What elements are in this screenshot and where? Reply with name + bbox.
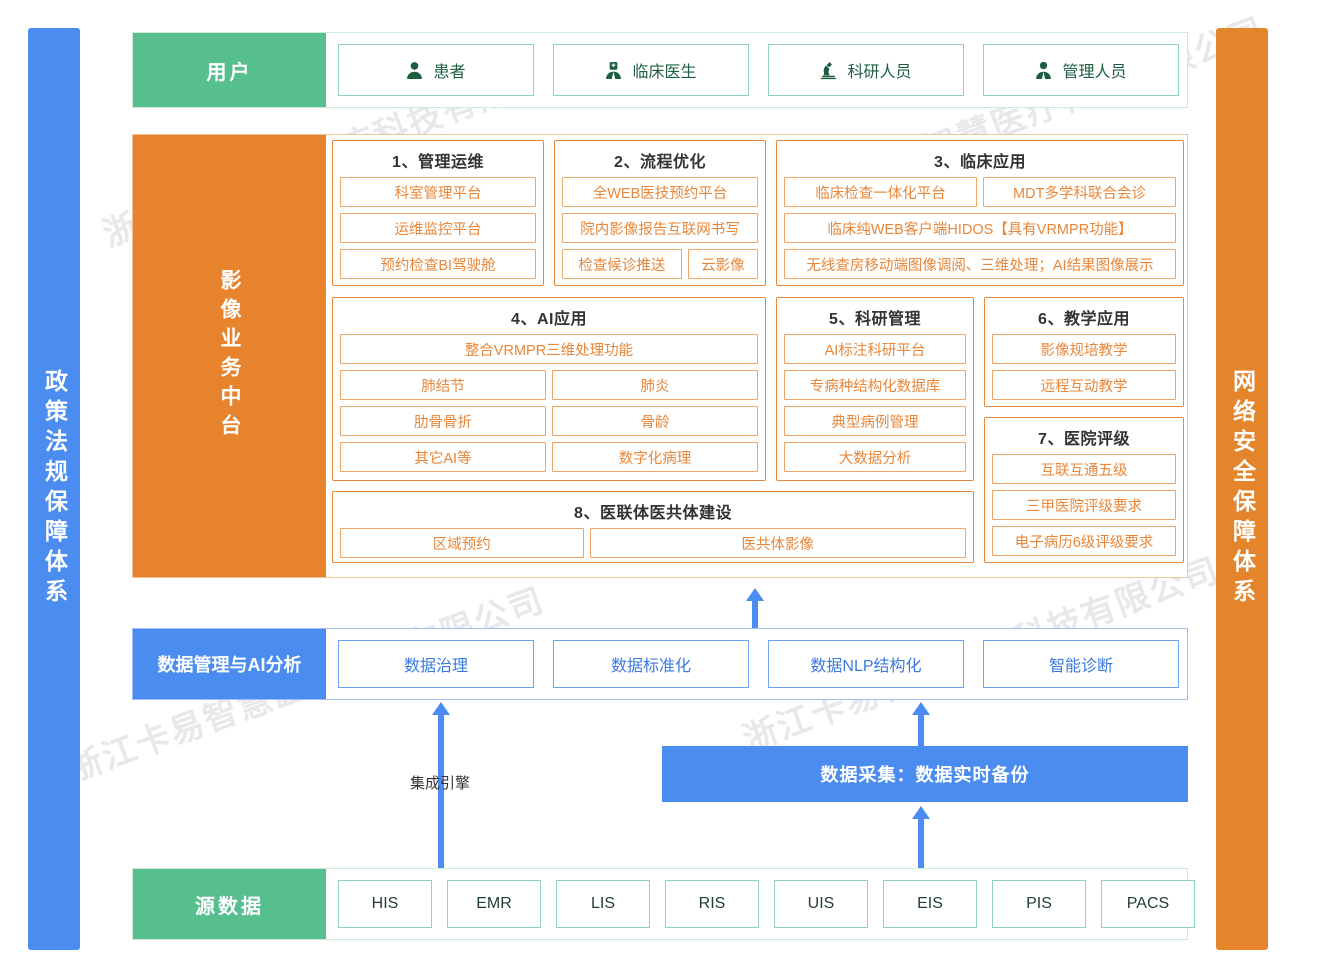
left-banner-policy: 政策法规保障体系 <box>28 28 80 950</box>
group-medical-alliance[interactable]: 8、医联体医共体建设 区域预约 医共体影像 <box>332 491 974 563</box>
user-card-label: 科研人员 <box>847 64 912 81</box>
group-item[interactable]: 骨龄 <box>552 406 758 436</box>
data-management-row: 数据管理与AI分析 数据治理 数据标准化 数据NLP结构化 智能诊断 <box>132 628 1188 700</box>
group-ai-application[interactable]: 4、AI应用 整合VRMPR三维处理功能 肺结节 肺炎 肋骨骨折 骨龄 其它AI… <box>332 297 766 481</box>
microscope-icon <box>821 61 837 79</box>
left-banner-label: 政策法规保障体系 <box>41 369 68 609</box>
group-item[interactable]: 云影像 <box>687 249 758 279</box>
imaging-platform-row: 影像业务中台 1、管理运维 科室管理平台 运维监控平台 预约检查BI驾驶舱 2、… <box>132 134 1188 578</box>
group-item[interactable]: 肺炎 <box>552 370 758 400</box>
platform-groups: 1、管理运维 科室管理平台 运维监控平台 预约检查BI驾驶舱 2、流程优化 全W… <box>332 140 1184 574</box>
group-item[interactable]: 肋骨骨折 <box>340 406 546 436</box>
data-card-nlp[interactable]: 数据NLP结构化 <box>768 640 964 688</box>
group-item[interactable]: 肺结节 <box>340 370 546 400</box>
data-management-label: 数据管理与AI分析 <box>133 629 326 699</box>
group-title: 2、流程优化 <box>614 154 706 171</box>
source-card-lis[interactable]: LIS <box>556 880 650 928</box>
integration-engine-label: 集成引擎 <box>409 775 470 792</box>
group-item[interactable]: 无线查房移动端图像调阅、三维处理；AI结果图像展示 <box>784 249 1176 279</box>
group-item[interactable]: 全WEB医技预约平台 <box>562 177 758 207</box>
data-collection-bar: 数据采集：数据实时备份 <box>662 746 1188 802</box>
group-item[interactable]: 临床检查一体化平台 <box>784 177 977 207</box>
group-clinical-application[interactable]: 3、临床应用 临床检查一体化平台 MDT多学科联合会诊 临床纯WEB客户端HID… <box>776 140 1184 286</box>
group-teaching-application[interactable]: 6、教学应用 影像规培教学 远程互动教学 <box>984 297 1184 407</box>
source-card-his[interactable]: HIS <box>338 880 432 928</box>
user-card-label: 管理人员 <box>1062 64 1127 81</box>
user-card-clinician[interactable]: 临床医生 <box>553 44 749 96</box>
group-process-optimization[interactable]: 2、流程优化 全WEB医技预约平台 院内影像报告互联网书写 检查候诊推送 云影像 <box>554 140 766 286</box>
source-card-pacs[interactable]: PACS <box>1101 880 1195 928</box>
group-title: 4、AI应用 <box>511 311 587 328</box>
group-item[interactable]: 院内影像报告互联网书写 <box>562 213 758 243</box>
group-title: 3、临床应用 <box>934 154 1026 171</box>
user-card-patient[interactable]: 患者 <box>338 44 534 96</box>
user-card-researcher[interactable]: 科研人员 <box>768 44 964 96</box>
source-card-list: HIS EMR LIS RIS UIS EIS PIS PACS <box>338 869 1195 939</box>
arrow-source-to-collect <box>908 806 934 868</box>
group-item[interactable]: AI标注科研平台 <box>784 334 966 364</box>
group-item[interactable]: 临床纯WEB客户端HIDOS【具有VRMPR功能】 <box>784 213 1176 243</box>
group-title: 6、教学应用 <box>1038 311 1130 328</box>
group-item[interactable]: 大数据分析 <box>784 442 966 472</box>
group-item[interactable]: MDT多学科联合会诊 <box>983 177 1176 207</box>
user-card-administrator[interactable]: 管理人员 <box>983 44 1179 96</box>
imaging-platform-label: 影像业务中台 <box>133 135 326 577</box>
group-research-management[interactable]: 5、科研管理 AI标注科研平台 专病种结构化数据库 典型病例管理 大数据分析 <box>776 297 974 481</box>
source-card-uis[interactable]: UIS <box>774 880 868 928</box>
group-item[interactable]: 区域预约 <box>340 528 584 558</box>
user-row: 用户 患者 临床医生 <box>132 32 1188 108</box>
arrow-integration-engine <box>428 702 454 868</box>
user-card-label: 临床医生 <box>632 64 697 81</box>
doctor-icon <box>606 61 622 79</box>
arrow-data-to-platform <box>742 588 768 628</box>
group-item[interactable]: 专病种结构化数据库 <box>784 370 966 400</box>
person-icon <box>407 61 423 79</box>
group-title: 1、管理运维 <box>392 154 484 171</box>
data-card-governance[interactable]: 数据治理 <box>338 640 534 688</box>
source-card-emr[interactable]: EMR <box>447 880 541 928</box>
right-banner-label: 网络安全保障体系 <box>1229 369 1256 609</box>
group-title: 5、科研管理 <box>829 311 921 328</box>
group-item[interactable]: 典型病例管理 <box>784 406 966 436</box>
group-item[interactable]: 其它AI等 <box>340 442 546 472</box>
arrow-collect-to-data <box>908 702 934 748</box>
group-item[interactable]: 预约检查BI驾驶舱 <box>340 249 536 279</box>
group-item[interactable]: 远程互动教学 <box>992 370 1176 400</box>
user-card-list: 患者 临床医生 科研人员 <box>338 33 1179 107</box>
group-item[interactable]: 运维监控平台 <box>340 213 536 243</box>
manager-icon <box>1036 61 1052 79</box>
source-card-pis[interactable]: PIS <box>992 880 1086 928</box>
group-management-ops[interactable]: 1、管理运维 科室管理平台 运维监控平台 预约检查BI驾驶舱 <box>332 140 544 286</box>
group-item[interactable]: 互联互通五级 <box>992 454 1176 484</box>
group-item[interactable]: 三甲医院评级要求 <box>992 490 1176 520</box>
group-title: 8、医联体医共体建设 <box>574 505 732 522</box>
group-hospital-rating[interactable]: 7、医院评级 互联互通五级 三甲医院评级要求 电子病历6级评级要求 <box>984 417 1184 563</box>
group-item[interactable]: 数字化病理 <box>552 442 758 472</box>
group-item[interactable]: 科室管理平台 <box>340 177 536 207</box>
user-card-label: 患者 <box>433 64 466 81</box>
group-item[interactable]: 医共体影像 <box>589 528 966 558</box>
user-row-label: 用户 <box>133 33 326 107</box>
group-item[interactable]: 检查候诊推送 <box>562 249 682 279</box>
group-item[interactable]: 电子病历6级评级要求 <box>992 526 1176 556</box>
data-card-standardization[interactable]: 数据标准化 <box>553 640 749 688</box>
source-data-row: 源数据 HIS EMR LIS RIS UIS EIS PIS PACS <box>132 868 1195 940</box>
data-card-list: 数据治理 数据标准化 数据NLP结构化 智能诊断 <box>338 629 1179 699</box>
group-item[interactable]: 整合VRMPR三维处理功能 <box>340 334 758 364</box>
group-title: 7、医院评级 <box>1038 431 1130 448</box>
source-card-ris[interactable]: RIS <box>665 880 759 928</box>
group-item[interactable]: 影像规培教学 <box>992 334 1176 364</box>
data-card-intelligent-diagnosis[interactable]: 智能诊断 <box>983 640 1179 688</box>
source-data-label: 源数据 <box>133 869 326 939</box>
right-banner-security: 网络安全保障体系 <box>1216 28 1268 950</box>
source-card-eis[interactable]: EIS <box>883 880 977 928</box>
